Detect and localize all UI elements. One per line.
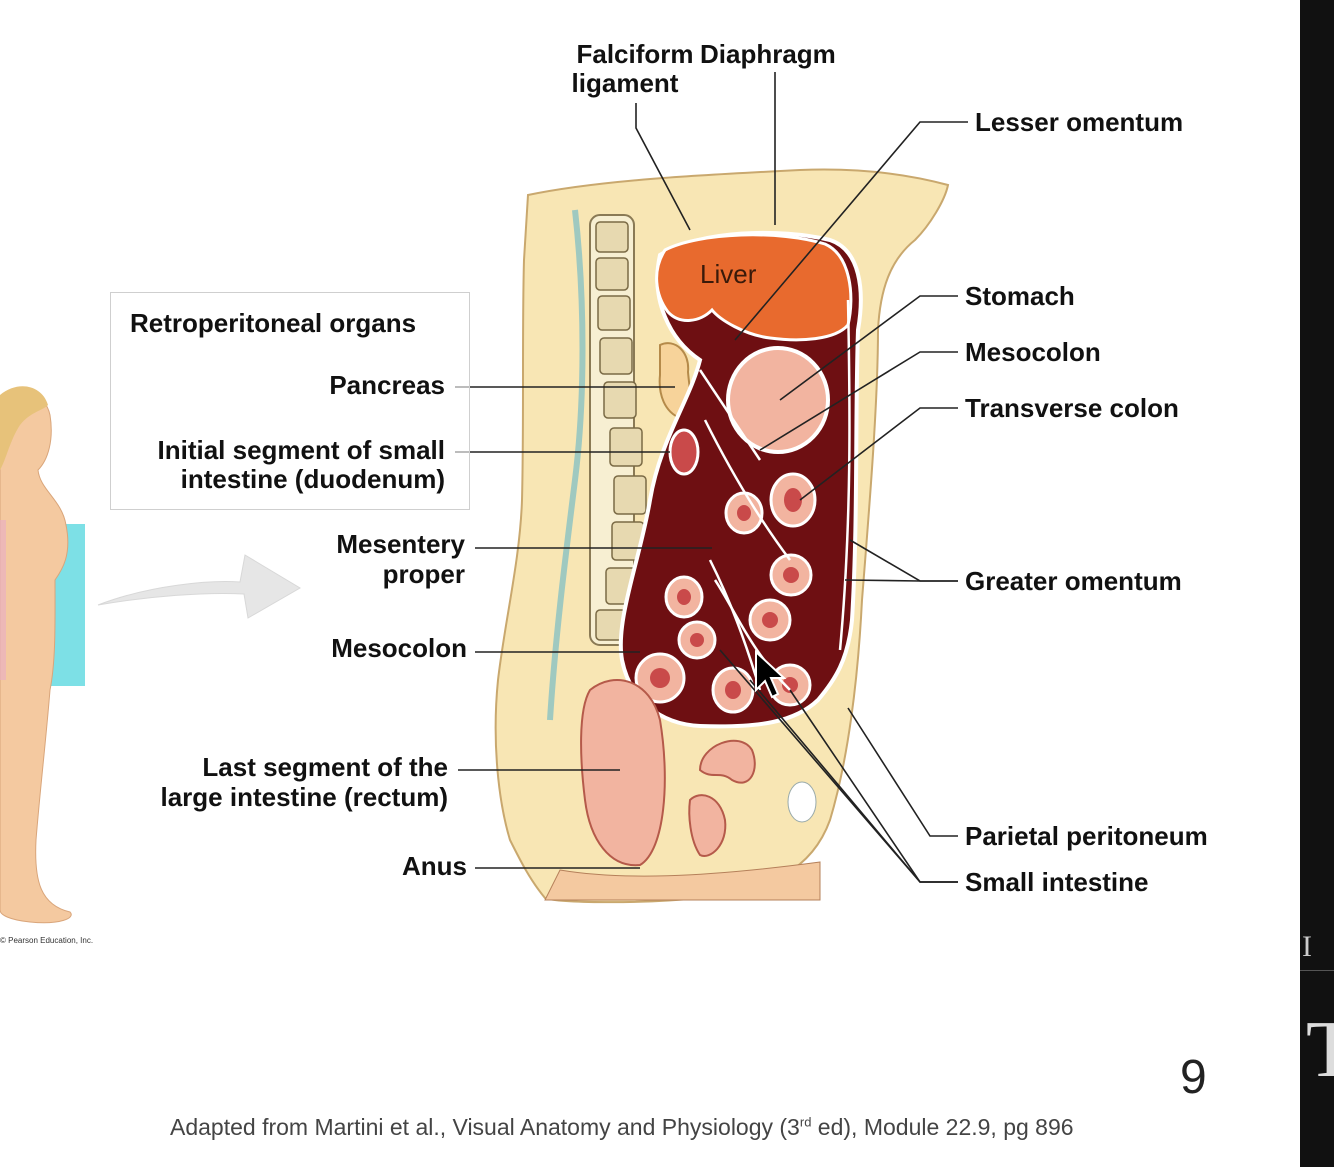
label-mesocolon-left: Mesocolon: [331, 633, 467, 663]
label-lesser-omentum: Lesser omentum: [975, 107, 1184, 137]
label-falciform-line2: ligament: [571, 68, 679, 98]
label-small-intestine: Small intestine: [965, 867, 1149, 897]
label-mesentery-line2: proper: [382, 559, 465, 589]
label-rectum-line1: Last segment of the: [202, 752, 448, 782]
pointer-arrow: [97, 554, 301, 619]
side-glyph-top: I: [1302, 930, 1312, 963]
pelvic-organs: [544, 679, 821, 901]
label-stomach: Stomach: [965, 281, 1075, 311]
spine: [547, 209, 647, 721]
label-mesocolon-right: Mesocolon: [965, 337, 1101, 367]
anatomy-illustration: [0, 72, 968, 924]
label-rectum-line2: large intestine (rectum): [160, 782, 448, 812]
side-glyph-bottom: T: [1306, 1006, 1334, 1094]
retroperitoneal-box: [110, 292, 470, 510]
caption-text-end: ed), Module 22.9, pg 896: [811, 1114, 1074, 1140]
human-figure: [0, 386, 85, 924]
source-caption: Adapted from Martini et al., Visual Anat…: [170, 1114, 1074, 1141]
side-panel: I T: [1300, 0, 1334, 1167]
leader-lines: [455, 72, 968, 883]
label-transverse-colon: Transverse colon: [965, 393, 1179, 423]
caption-text-start: Adapted from Martini et al., Visual Anat…: [170, 1114, 800, 1140]
label-duodenum-line1: Initial segment of small: [157, 435, 445, 465]
side-divider: [1300, 970, 1334, 971]
copyright-credit: © Pearson Education, Inc.: [0, 936, 94, 945]
label-greater-omentum: Greater omentum: [965, 566, 1182, 596]
mouse-cursor-icon: [755, 649, 787, 699]
label-pancreas: Pancreas: [329, 370, 445, 400]
page-number: 9: [1180, 1051, 1207, 1104]
label-mesentery-line1: Mesentery: [336, 529, 465, 559]
label-liver: Liver: [700, 259, 757, 289]
label-parietal-peritoneum: Parietal peritoneum: [965, 821, 1208, 851]
retroperitoneal-title: Retroperitoneal organs: [130, 308, 417, 338]
label-diaphragm: Diaphragm: [700, 39, 836, 69]
label-duodenum-line2: intestine (duodenum): [180, 464, 445, 494]
intestine-lumens: [650, 488, 802, 699]
stomach-shape: [726, 346, 830, 454]
label-falciform-line1: Falciform: [576, 39, 694, 69]
caption-superscript: rd: [799, 1114, 812, 1130]
duodenum-shape: [668, 428, 700, 476]
slide: Retroperitoneal organs Pancreas Initial …: [0, 39, 1208, 1141]
label-anus: Anus: [402, 851, 467, 881]
